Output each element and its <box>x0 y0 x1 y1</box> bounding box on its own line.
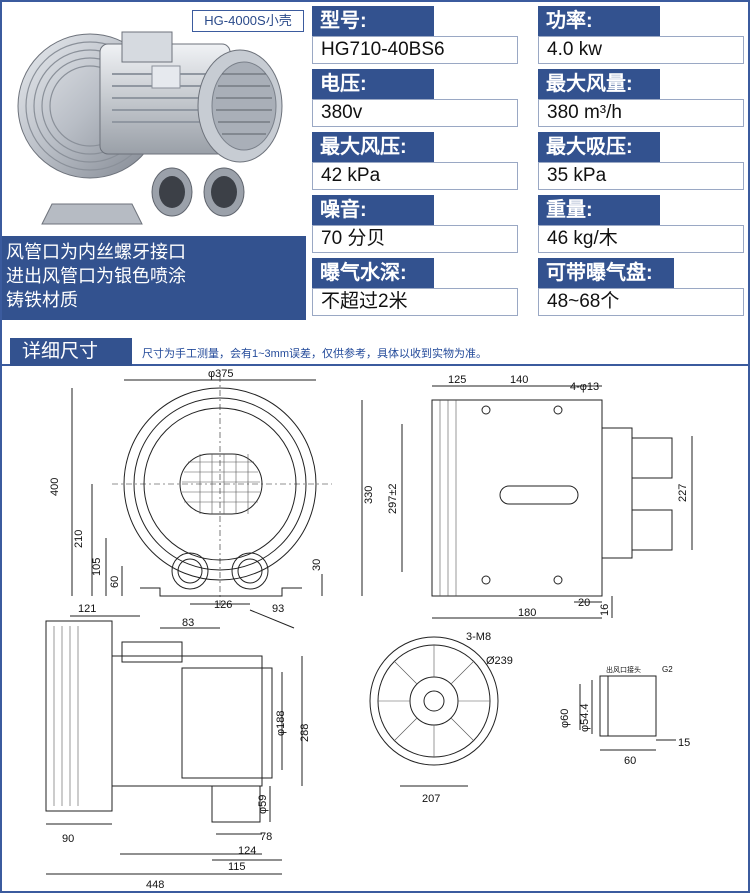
spec-value: 380 m³/h <box>538 99 744 127</box>
spec-label: 可带曝气盘: <box>538 258 674 288</box>
product-panel: HG-4000S小壳 风管口为内丝螺牙接口 进出风管口为银色喷涂 铸铁材质 <box>2 2 306 320</box>
spec-label: 电压: <box>312 69 434 99</box>
spec-value: 46 kg/木 <box>538 225 744 253</box>
spec-label: 最大风压: <box>312 132 434 162</box>
spec-label: 最大吸压: <box>538 132 660 162</box>
spec-value: 70 分贝 <box>312 225 518 253</box>
spec-label: 功率: <box>538 6 660 36</box>
spec-aeration-depth: 曝气水深: 不超过2米 <box>312 258 518 318</box>
dim-label: 15 <box>678 737 690 749</box>
front-view <box>70 376 332 629</box>
dim-label: Ø239 <box>486 655 513 667</box>
model-badge: HG-4000S小壳 <box>192 10 304 32</box>
dim-label: φ375 <box>208 368 234 380</box>
flange-view <box>369 636 499 787</box>
feature-line: 风管口为内丝螺牙接口 <box>6 242 186 262</box>
dim-label: φ59 <box>257 795 269 814</box>
spec-voltage: 电压: 380v <box>312 69 518 129</box>
dim-label: 60 <box>624 755 636 767</box>
spec-power: 功率: 4.0 kw <box>538 6 744 66</box>
dim-label: G2 <box>662 665 673 674</box>
dim-label: 115 <box>228 861 246 873</box>
dim-label: 16 <box>599 604 611 616</box>
spec-aeration-discs: 可带曝气盘: 48~68个 <box>538 258 744 318</box>
section-header: 详细尺寸 尺寸为手工测量，会有1~3mm误差，仅供参考，具体以收到实物为准。 <box>2 338 748 366</box>
spec-value: 4.0 kw <box>538 36 744 64</box>
section-divider <box>2 364 748 366</box>
dim-label: 126 <box>214 599 232 611</box>
dim-label: 124 <box>238 845 256 857</box>
dim-label: 出风口接头 <box>606 665 641 674</box>
pipe-view <box>579 675 676 751</box>
blower-photo <box>17 31 283 225</box>
feature-box: 风管口为内丝螺牙接口 进出风管口为银色喷涂 铸铁材质 <box>2 236 306 320</box>
dim-label: φ60 <box>559 709 571 728</box>
dim-label: 140 <box>510 374 528 386</box>
dim-label: 125 <box>448 374 466 386</box>
spec-value: 48~68个 <box>538 288 744 316</box>
dim-label: 448 <box>146 879 164 891</box>
dim-label: 121 <box>78 603 96 615</box>
spec-label: 重量: <box>538 195 660 225</box>
dim-label: 297±2 <box>387 483 399 514</box>
dim-label: 60 <box>109 576 121 588</box>
dim-label: 3-M8 <box>466 631 491 643</box>
dim-label: 90 <box>62 833 74 845</box>
spec-value: 42 kPa <box>312 162 518 190</box>
spec-max-pressure: 最大风压: 42 kPa <box>312 132 518 192</box>
side-view <box>361 385 693 619</box>
dim-label: 93 <box>272 603 284 615</box>
spec-grid: 型号: HG710-40BS6 功率: 4.0 kw 电压: 380v 最大风量… <box>312 6 748 318</box>
dim-label: 400 <box>49 478 61 496</box>
spec-noise: 噪音: 70 分贝 <box>312 195 518 255</box>
dim-label: 83 <box>182 617 194 629</box>
dim-label: φ54.4 <box>579 703 591 732</box>
dim-label: 210 <box>73 530 85 548</box>
feature-line: 进出风管口为银色喷涂 <box>6 266 186 286</box>
dim-label: φ188 <box>275 711 287 737</box>
spec-max-airflow: 最大风量: 380 m³/h <box>538 69 744 129</box>
spec-max-suction: 最大吸压: 35 kPa <box>538 132 744 192</box>
spec-value: 35 kPa <box>538 162 744 190</box>
section-note: 尺寸为手工测量，会有1~3mm误差，仅供参考，具体以收到实物为准。 <box>142 348 487 360</box>
spec-value: 不超过2米 <box>312 288 518 316</box>
spec-label: 曝气水深: <box>312 258 434 288</box>
spec-value: 380v <box>312 99 518 127</box>
spec-label: 型号: <box>312 6 434 36</box>
dim-label: 20 <box>578 597 590 609</box>
dim-label: 330 <box>363 486 375 504</box>
dim-label: 78 <box>260 831 272 843</box>
dim-label: 180 <box>518 607 536 619</box>
drawing-canvas: φ375 400 210 105 60 30 121 126 83 93 125… <box>45 368 693 891</box>
spec-model: 型号: HG710-40BS6 <box>312 6 518 66</box>
spec-label: 噪音: <box>312 195 434 225</box>
dim-label: 288 <box>299 724 311 742</box>
dim-label: 207 <box>422 793 440 805</box>
dim-label: 30 <box>311 559 323 571</box>
spec-weight: 重量: 46 kg/木 <box>538 195 744 255</box>
dim-label: 4-φ13 <box>570 381 599 393</box>
spec-value: HG710-40BS6 <box>312 36 518 64</box>
section-title: 详细尺寸 <box>10 338 132 366</box>
spec-label: 最大风量: <box>538 69 660 99</box>
dimension-drawing: φ375 400 210 105 60 30 121 126 83 93 125… <box>2 366 748 891</box>
feature-line: 铸铁材质 <box>6 290 78 310</box>
dim-label: 227 <box>677 484 689 502</box>
bottom-view <box>45 620 303 875</box>
dim-label: 105 <box>91 558 103 576</box>
